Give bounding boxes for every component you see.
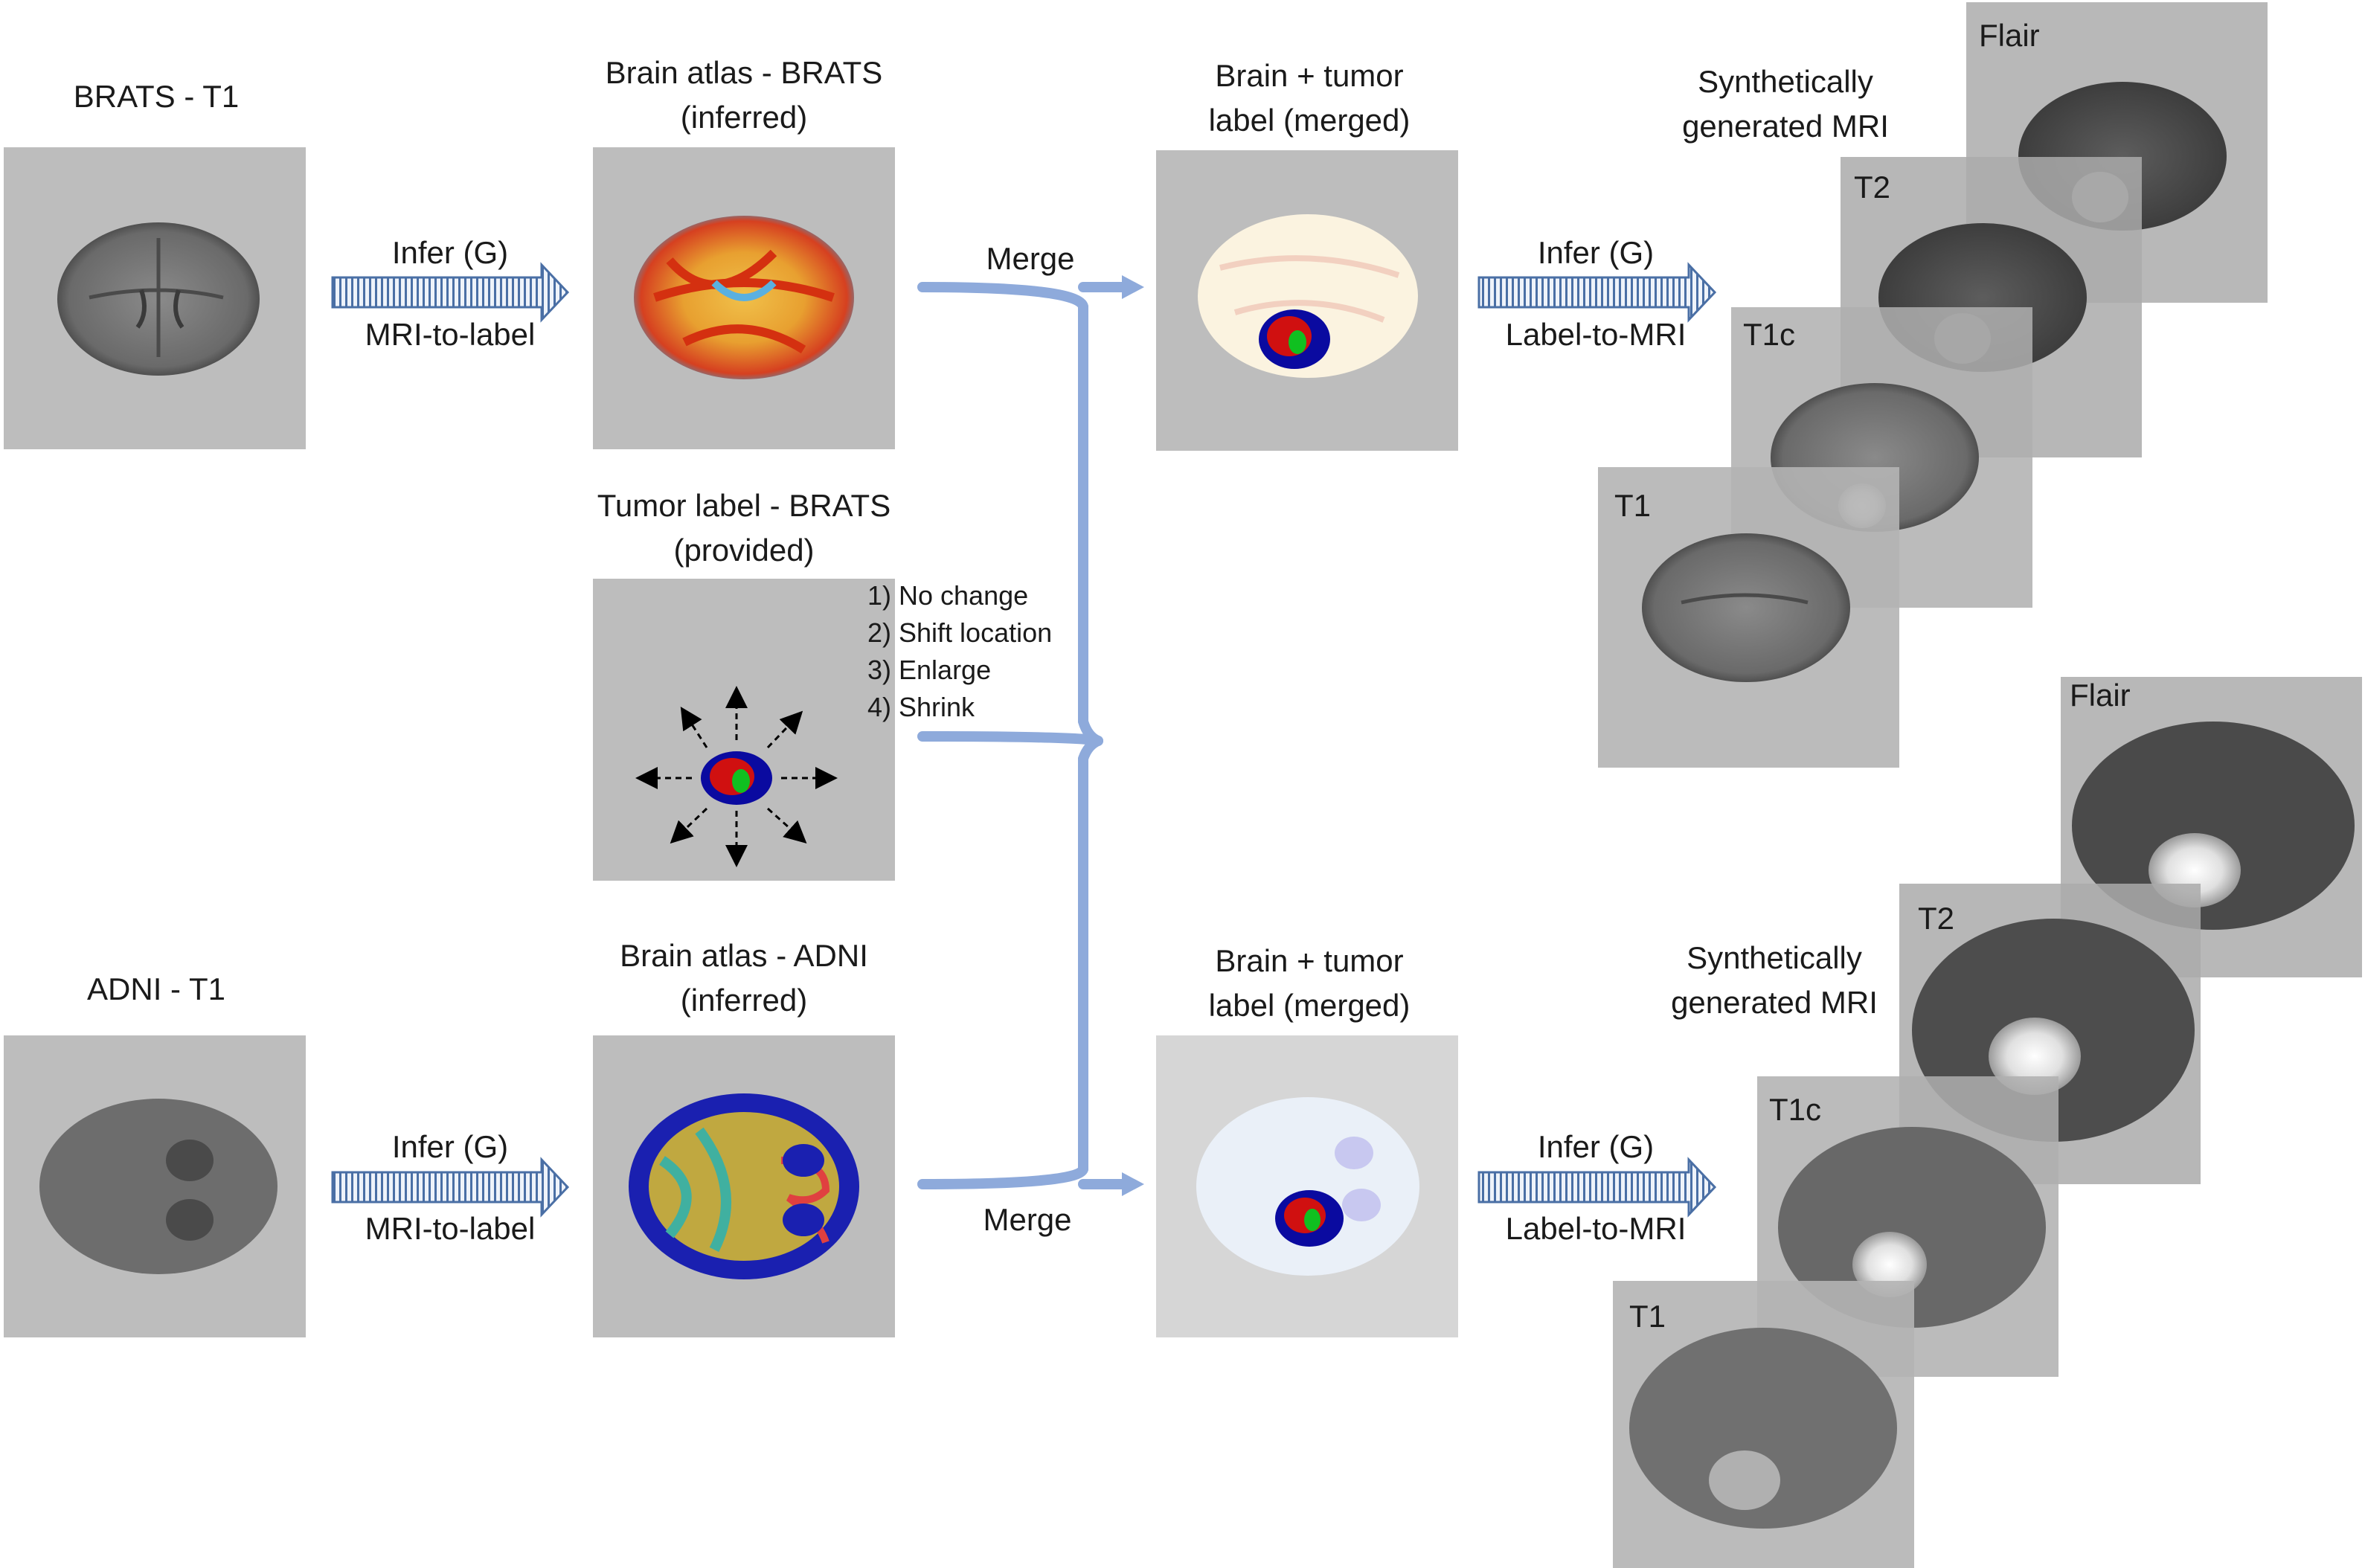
infer-arrow-bottom-left (331, 1157, 570, 1218)
bottom-t2-label: T2 (1918, 901, 1955, 936)
bottom-t1-slice (1613, 1281, 1914, 1568)
brats-atlas-panel (593, 147, 895, 449)
infer-arrow-top-right (1477, 262, 1717, 323)
top-flair-label: Flair (1979, 18, 2040, 53)
top-t1c-label: T1c (1743, 317, 1796, 352)
top-flair-slice (1966, 2, 2268, 303)
bottom-flair-slice (2061, 677, 2362, 977)
bottom-t1c-label: T1c (1769, 1092, 1822, 1127)
top-synth-title-line1: Synthetically (1698, 64, 1873, 99)
tumor-title-line1: Tumor label - BRATS (597, 488, 891, 523)
infer-label-top-right: Infer (G) (1537, 235, 1655, 270)
adni-t1-title: ADNI - T1 (87, 971, 225, 1006)
top-t1-label: T1 (1614, 488, 1652, 523)
merge-connector (917, 282, 1136, 1189)
adni-atlas-title-line1: Brain atlas - ADNI (620, 938, 868, 973)
bottom-synth-title-line2: generated MRI (1671, 985, 1878, 1020)
tumor-label-panel (593, 579, 895, 881)
top-t2-label: T2 (1854, 170, 1891, 205)
brats-atlas-title-line1: Brain atlas - BRATS (605, 55, 883, 90)
bottom-flair-label: Flair (2070, 678, 2131, 713)
bottom-mri-stack (1613, 677, 2362, 1568)
merge-label-top: Merge (986, 241, 1075, 276)
adni-t1-panel (4, 1035, 306, 1337)
bottom-t1-label: T1 (1629, 1299, 1666, 1334)
infer-label-bottom-left: Infer (G) (391, 1129, 509, 1164)
merged-top-panel (1156, 150, 1458, 451)
merged-bottom-title-line1: Brain + tumor (1215, 943, 1404, 978)
merge-arrowhead-top (1122, 275, 1144, 299)
merge-label-bottom: Merge (983, 1202, 1072, 1237)
mri-to-label-bottom: MRI-to-label (365, 1211, 536, 1246)
merge-arrowhead-bottom (1122, 1172, 1144, 1196)
infer-arrow-bottom-right (1477, 1157, 1717, 1218)
merged-bottom-title-line2: label (merged) (1208, 988, 1411, 1023)
operation-shrink: 4) Shrink (867, 692, 975, 722)
infer-arrow-top-left (331, 262, 570, 323)
top-t1-slice (1598, 467, 1899, 768)
label-to-mri-bottom: Label-to-MRI (1505, 1211, 1687, 1246)
adni-atlas-title-line2: (inferred) (680, 983, 808, 1018)
top-synth-title-line2: generated MRI (1682, 109, 1889, 144)
bottom-synth-title-line1: Synthetically (1687, 940, 1862, 975)
infer-label-bottom-right: Infer (G) (1537, 1129, 1655, 1164)
adni-atlas-panel (593, 1035, 895, 1337)
top-mri-stack (1598, 2, 2268, 768)
label-to-mri-top: Label-to-MRI (1505, 317, 1687, 352)
brats-t1-title: BRATS - T1 (73, 79, 240, 114)
tumor-title-line2: (provided) (673, 533, 815, 568)
mri-to-label-top: MRI-to-label (365, 317, 536, 352)
merged-top-title-line1: Brain + tumor (1215, 58, 1404, 93)
operation-shift-location: 2) Shift location (867, 617, 1053, 648)
merged-top-title-line2: label (merged) (1208, 103, 1411, 138)
operation-no-change: 1) No change (867, 580, 1029, 611)
operation-enlarge: 3) Enlarge (867, 655, 992, 685)
brats-atlas-title-line2: (inferred) (680, 100, 808, 135)
merged-bottom-panel (1156, 1035, 1458, 1337)
infer-label-top-left: Infer (G) (391, 235, 509, 270)
brats-t1-panel (4, 147, 306, 449)
